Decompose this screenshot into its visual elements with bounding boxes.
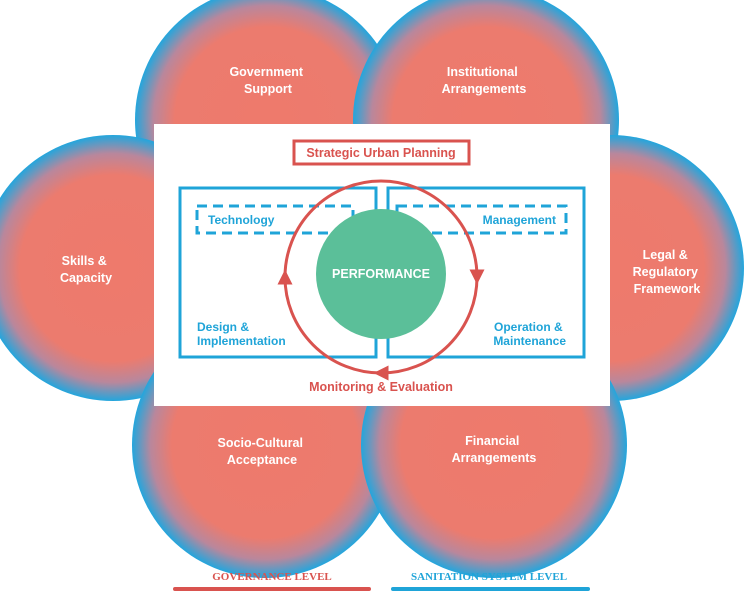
outer-labels: Government Support Institutional Arrange… xyxy=(60,65,702,467)
government-support-label: Government Support xyxy=(229,65,306,96)
financial-arrangements-label: Financial Arrangements xyxy=(452,434,537,465)
socio-cultural-label: Socio-Cultural Acceptance xyxy=(218,436,307,467)
cycle-arc-left xyxy=(277,269,382,375)
monitoring-cycle-ring xyxy=(277,179,485,381)
system-legend-label: SANITATION SYSTEM LEVEL xyxy=(411,571,567,583)
governance-legend-bar xyxy=(173,587,371,591)
strategic-planning-label: Strategic Urban Planning xyxy=(306,146,455,160)
technology-label: Technology xyxy=(208,213,275,227)
management-label: Management xyxy=(483,213,556,227)
cycle-arc-right xyxy=(380,179,485,285)
operation-maintenance-label: Operation & Maintenance xyxy=(493,320,566,348)
cycle-arc-top xyxy=(283,179,382,278)
strategic-planning-box xyxy=(292,139,471,166)
system-legend-bar xyxy=(391,587,590,591)
cycle-arc-bottom xyxy=(373,276,479,381)
legal-framework-label: Legal & Regulatory Framework xyxy=(633,248,702,296)
design-implementation-label: Design & Implementation xyxy=(197,320,286,348)
skills-capacity-label: Skills & Capacity xyxy=(60,254,112,285)
performance-label: PERFORMANCE xyxy=(332,267,430,281)
management-dashed-box xyxy=(395,204,568,235)
institutional-arrangements-label: Institutional Arrangements xyxy=(442,65,527,96)
legend: GOVERNANCE LEVEL SANITATION SYSTEM LEVEL xyxy=(173,571,590,591)
performance-circle xyxy=(316,209,446,339)
monitoring-evaluation-label: Monitoring & Evaluation xyxy=(309,380,453,394)
governance-legend-label: GOVERNANCE LEVEL xyxy=(212,571,332,583)
